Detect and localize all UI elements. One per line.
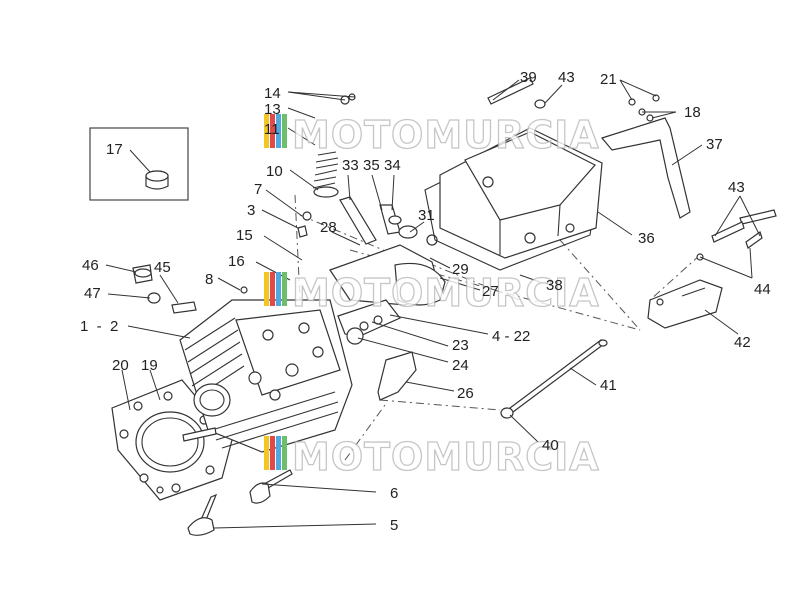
callout-41: 41 [600,377,617,394]
callout-20: 20 [112,357,129,374]
watermark-middle: MOTOMURCIA [264,270,600,316]
callout-labels: 14 13 11 10 7 3 15 16 8 17 46 45 47 1 - … [80,69,771,534]
callout-18: 18 [684,104,701,121]
callout-35: 35 [363,157,380,174]
callout-44: 44 [754,281,771,298]
inset-box-17 [89,127,189,201]
callout-33: 33 [342,157,359,174]
watermark-text: MOTOMURCIA [292,435,600,479]
valves [187,469,293,536]
watermark-top: MOTOMURCIA [264,112,600,158]
callout-43-top: 43 [558,69,575,86]
callout-13: 13 [264,101,281,118]
callout-1-2: 1 - 2 [80,318,118,335]
stud-41 [500,339,608,419]
callout-40: 40 [542,437,559,454]
callout-42: 42 [734,334,751,351]
callout-27: 27 [482,283,499,300]
callout-29: 29 [452,261,469,278]
callout-46: 46 [82,257,99,274]
cylinder-head [179,299,353,453]
callout-23: 23 [452,337,469,354]
callout-10: 10 [266,163,283,180]
callout-45: 45 [154,259,171,276]
side-plug-parts [132,264,197,314]
callout-11: 11 [264,121,280,138]
callout-7: 7 [254,181,262,198]
callout-28: 28 [320,219,337,236]
watermark-text: MOTOMURCIA [292,271,600,315]
watermark-bottom: MOTOMURCIA [264,434,600,480]
bracket-37 [600,94,691,219]
callout-47: 47 [84,285,101,302]
callout-43-right: 43 [728,179,745,196]
callout-36: 36 [638,230,655,247]
callout-14: 14 [264,85,281,102]
callout-34: 34 [384,157,401,174]
watermark-text: MOTOMURCIA [292,113,600,157]
head-gasket [111,379,233,501]
callout-38: 38 [546,277,563,294]
callout-24: 24 [452,357,469,374]
callout-8: 8 [205,271,213,288]
leader-lines [105,79,761,529]
callout-19: 19 [141,357,158,374]
callout-37: 37 [706,136,723,153]
callout-31: 31 [418,207,435,224]
callout-4-22: 4 - 22 [492,328,530,345]
callout-3: 3 [247,202,255,219]
rocker-parts [329,196,446,401]
callout-15: 15 [236,227,253,244]
callout-17: 17 [106,141,123,158]
rocker-cover [424,77,603,271]
callout-6: 6 [390,485,398,502]
callout-39: 39 [520,69,537,86]
assembly-lines [294,194,701,461]
callout-16: 16 [228,253,245,270]
side-cover-42 [647,209,777,329]
callout-5: 5 [390,517,398,534]
callout-26: 26 [457,385,474,402]
callout-21: 21 [600,71,617,88]
